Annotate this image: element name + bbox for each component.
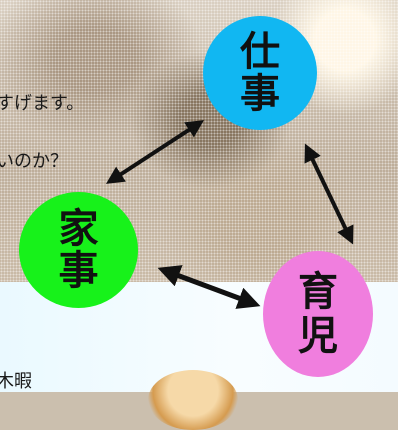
node-housework: 家 事 xyxy=(19,192,138,308)
node-work-char-2: 事 xyxy=(240,71,280,117)
arrow-work-childcare xyxy=(304,143,354,245)
node-housework-char-2: 事 xyxy=(58,248,99,294)
body-text-line-3: 木暇 xyxy=(0,371,32,392)
body-text-line-1: すげます。 xyxy=(0,93,85,114)
node-childcare-char-1: 育 xyxy=(298,269,338,315)
arrow-housework-childcare xyxy=(157,265,261,309)
node-work: 仕 事 xyxy=(203,16,317,130)
node-childcare: 育 児 xyxy=(263,251,373,377)
connector-arrows xyxy=(105,120,354,309)
arrow-work-housework xyxy=(105,120,205,184)
node-work-char-1: 仕 xyxy=(240,29,280,75)
node-childcare-char-2: 児 xyxy=(298,313,338,359)
body-text-line-2: いのか？ xyxy=(0,151,68,172)
node-housework-char-1: 家 xyxy=(58,206,99,252)
